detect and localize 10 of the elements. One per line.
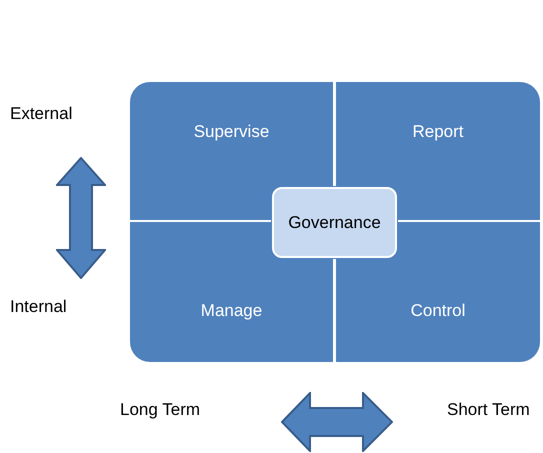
quadrant-title: Supervise	[192, 122, 270, 142]
axis-label: Internal	[10, 297, 67, 317]
quadrant-title: Manage	[200, 301, 264, 321]
axis-label: External	[10, 104, 72, 124]
quadrant-title: Report	[411, 122, 465, 142]
axis-label: Long Term	[120, 400, 200, 420]
center-title: Governance	[288, 212, 381, 232]
axis-label: Short Term	[447, 400, 530, 420]
quadrant-title: Control	[410, 301, 466, 321]
center-box	[272, 187, 397, 258]
